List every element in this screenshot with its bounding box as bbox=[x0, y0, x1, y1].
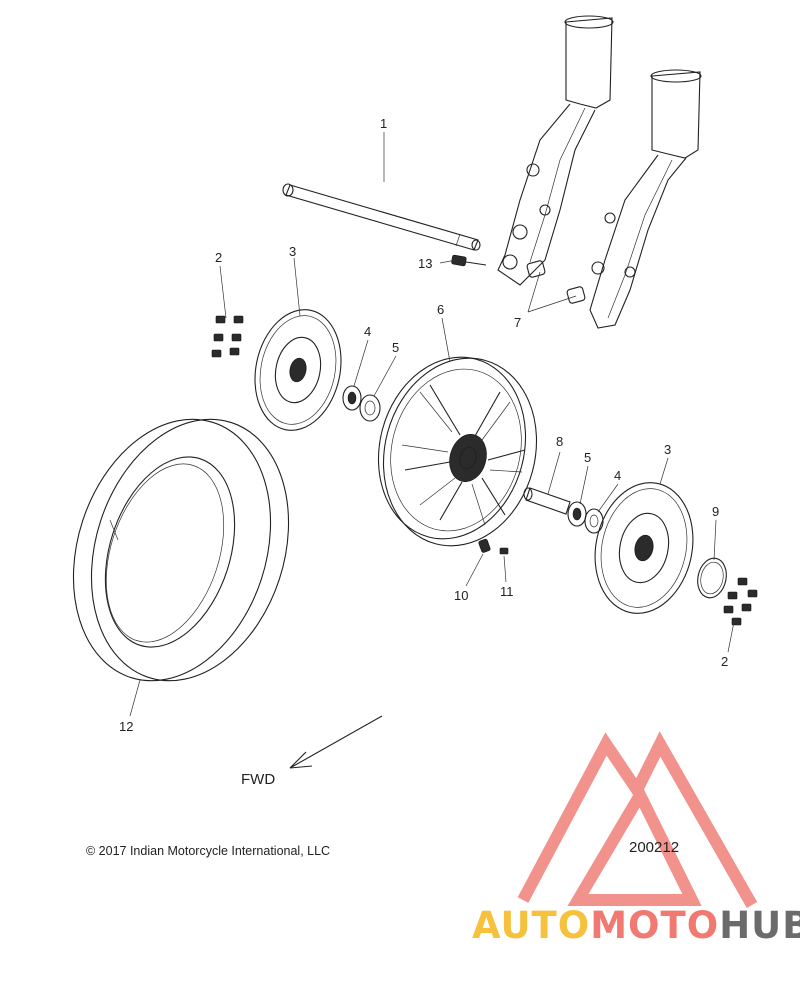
right-brake-rotor bbox=[594, 482, 694, 614]
watermark-text-auto: AUTO bbox=[472, 904, 590, 947]
leader-lines bbox=[129, 132, 735, 717]
callout-7: 7 bbox=[514, 315, 521, 330]
watermark-triangle-mark bbox=[517, 731, 758, 908]
front-wheel bbox=[377, 356, 538, 547]
callout-3-left: 3 bbox=[289, 244, 296, 259]
document-number: 200212 bbox=[629, 839, 679, 856]
right-wheel-bearing bbox=[584, 508, 604, 534]
watermark-text-moto: MOTO bbox=[590, 904, 719, 947]
fork-legs bbox=[497, 15, 702, 329]
callout-3-right: 3 bbox=[664, 442, 671, 457]
callout-8: 8 bbox=[556, 434, 563, 449]
watermark-text: AUTOMOTOHUB bbox=[472, 904, 800, 947]
abs-tone-ring bbox=[697, 557, 727, 599]
balance-weight bbox=[499, 547, 509, 555]
axle-spacer-long bbox=[523, 487, 571, 515]
callout-9: 9 bbox=[712, 504, 719, 519]
callout-5-right: 5 bbox=[584, 450, 591, 465]
callout-2-left: 2 bbox=[215, 250, 222, 265]
pinch-bolt bbox=[451, 254, 487, 267]
callout-4-left: 4 bbox=[364, 324, 371, 339]
valve-stem bbox=[478, 538, 491, 553]
left-bearing-spacer bbox=[359, 394, 381, 422]
callout-4-right: 4 bbox=[614, 468, 621, 483]
callout-12: 12 bbox=[119, 719, 133, 734]
callout-13: 13 bbox=[418, 256, 432, 271]
copyright-notice: © 2017 Indian Motorcycle International, … bbox=[86, 844, 330, 858]
forward-arrow bbox=[289, 715, 383, 769]
watermark-logo bbox=[517, 731, 758, 908]
callout-11: 11 bbox=[500, 584, 514, 599]
callout-10: 10 bbox=[454, 588, 468, 603]
forward-label: FWD bbox=[241, 771, 275, 788]
watermark-text-hub: HUB bbox=[719, 904, 800, 947]
callout-numbers: 1 2 3 4 5 6 13 7 8 5 4 3 9 10 11 2 12 bbox=[119, 116, 728, 734]
right-bearing-spacer bbox=[567, 501, 587, 527]
left-rotor-bolts bbox=[211, 315, 244, 358]
callout-5-left: 5 bbox=[392, 340, 399, 355]
callout-6: 6 bbox=[437, 302, 444, 317]
right-rotor-bolts bbox=[723, 577, 758, 626]
callout-2-right: 2 bbox=[721, 654, 728, 669]
axle bbox=[282, 183, 481, 251]
front-tire bbox=[72, 418, 290, 682]
callout-1: 1 bbox=[380, 116, 387, 131]
left-brake-rotor bbox=[254, 309, 342, 431]
left-wheel-bearing bbox=[342, 385, 362, 411]
